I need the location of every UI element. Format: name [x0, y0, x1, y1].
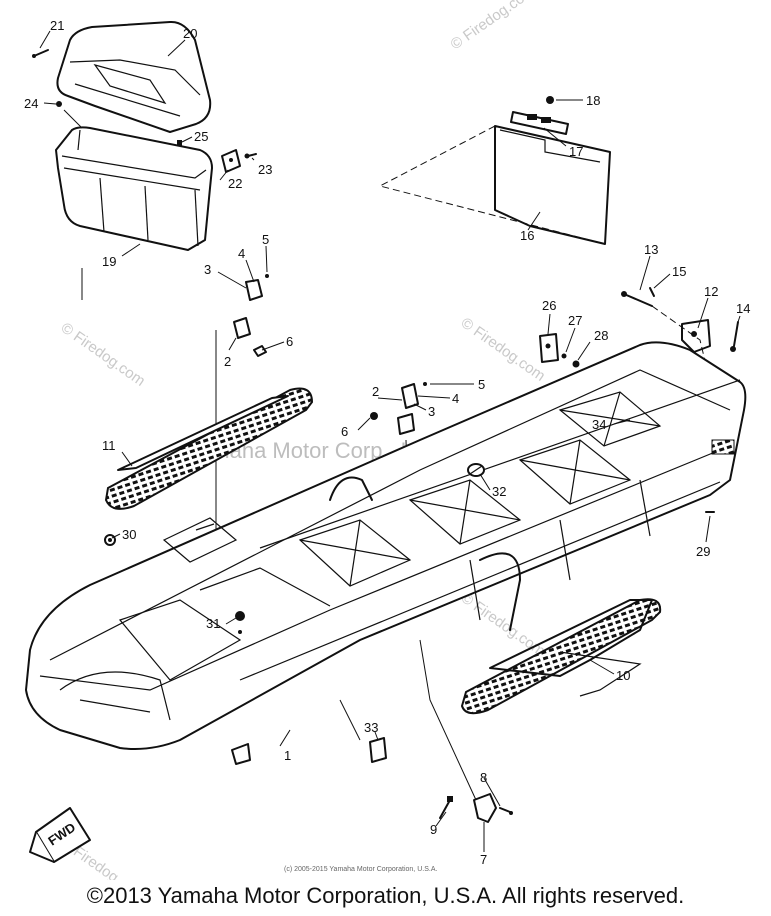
panel-part — [378, 125, 611, 245]
callout-34: 34 — [592, 417, 606, 432]
main-frame-part — [25, 341, 747, 765]
callout-9: 9 — [430, 822, 437, 837]
callout-5-right: 5 — [478, 377, 485, 392]
parts-diagram: © Firedog.com © Firedog.com © Firedog.co… — [24, 0, 750, 880]
part-24 — [56, 101, 62, 107]
part-9 — [439, 796, 453, 819]
part-25 — [177, 140, 182, 147]
callout-12: 12 — [704, 284, 718, 299]
callout-26: 26 — [542, 298, 556, 313]
part-22 — [221, 149, 241, 173]
part-7 — [473, 793, 497, 823]
part-21 — [32, 49, 49, 58]
callout-27: 27 — [568, 313, 582, 328]
storage-box-part — [55, 126, 213, 251]
small-credit: (c) 2005-2015 Yamaha Motor Corporation, … — [284, 866, 438, 873]
part-15 — [649, 287, 655, 297]
footrest-11 — [104, 387, 314, 510]
callout-17: 17 — [569, 144, 583, 159]
callout-2-right: 2 — [372, 384, 379, 399]
callout-5-top: 5 — [262, 232, 269, 247]
part-17 — [510, 111, 569, 135]
part-31 — [235, 611, 245, 634]
part-13 — [621, 291, 653, 307]
callout-2-left: 2 — [224, 354, 231, 369]
part-28 — [572, 360, 580, 368]
part-14 — [730, 321, 739, 352]
part-27 — [561, 353, 567, 359]
callout-21: 21 — [50, 18, 64, 33]
callout-33: 33 — [364, 720, 378, 735]
callout-13: 13 — [644, 242, 658, 257]
seat-cover-part — [56, 20, 212, 133]
callout-18: 18 — [586, 93, 600, 108]
part-23 — [244, 153, 257, 159]
callout-23: 23 — [258, 162, 272, 177]
callout-28: 28 — [594, 328, 608, 343]
watermark-text: © Firedog.com — [58, 319, 149, 389]
fwd-arrow: FWD — [29, 807, 91, 863]
callout-19: 19 — [102, 254, 116, 269]
leader-lines — [39, 30, 741, 852]
callout-7: 7 — [480, 852, 487, 867]
callout-32: 32 — [492, 484, 506, 499]
part-12 — [681, 319, 711, 353]
callout-4-right: 4 — [452, 391, 459, 406]
footrest-10-flange — [489, 599, 653, 677]
callout-24: 24 — [24, 96, 38, 111]
callout-16: 16 — [520, 228, 534, 243]
part-18 — [546, 96, 554, 104]
callout-29: 29 — [696, 544, 710, 559]
callout-22: 22 — [228, 176, 242, 191]
watermark-text: © Firedog.com — [448, 0, 539, 53]
part-33 — [339, 699, 387, 763]
callout-4-top: 4 — [238, 246, 245, 261]
callout-3-top: 3 — [204, 262, 211, 277]
callout-1: 1 — [284, 748, 291, 763]
part-8 — [499, 807, 513, 815]
callout-14: 14 — [736, 301, 750, 316]
callout-25: 25 — [194, 129, 208, 144]
callout-3-right: 3 — [428, 404, 435, 419]
callout-15: 15 — [672, 264, 686, 279]
callout-10: 10 — [616, 668, 630, 683]
callout-11: 11 — [102, 438, 116, 453]
callout-6-left: 6 — [286, 334, 293, 349]
callout-20: 20 — [183, 26, 197, 41]
copyright-notice: ©2013 Yamaha Motor Corporation, U.S.A. A… — [86, 883, 685, 908]
part-32 — [467, 463, 485, 477]
part-26 — [539, 333, 559, 363]
callout-labels: 21 20 24 25 23 22 19 18 17 16 5 4 3 13 1… — [24, 18, 750, 867]
callout-30: 30 — [122, 527, 136, 542]
watermark-text: © Firedog.com — [458, 314, 549, 384]
callout-31: 31 — [206, 616, 220, 631]
footrest-11-flange — [117, 395, 289, 471]
callout-6-right: 6 — [341, 424, 348, 439]
callout-8: 8 — [480, 770, 487, 785]
part-30 — [104, 534, 116, 546]
